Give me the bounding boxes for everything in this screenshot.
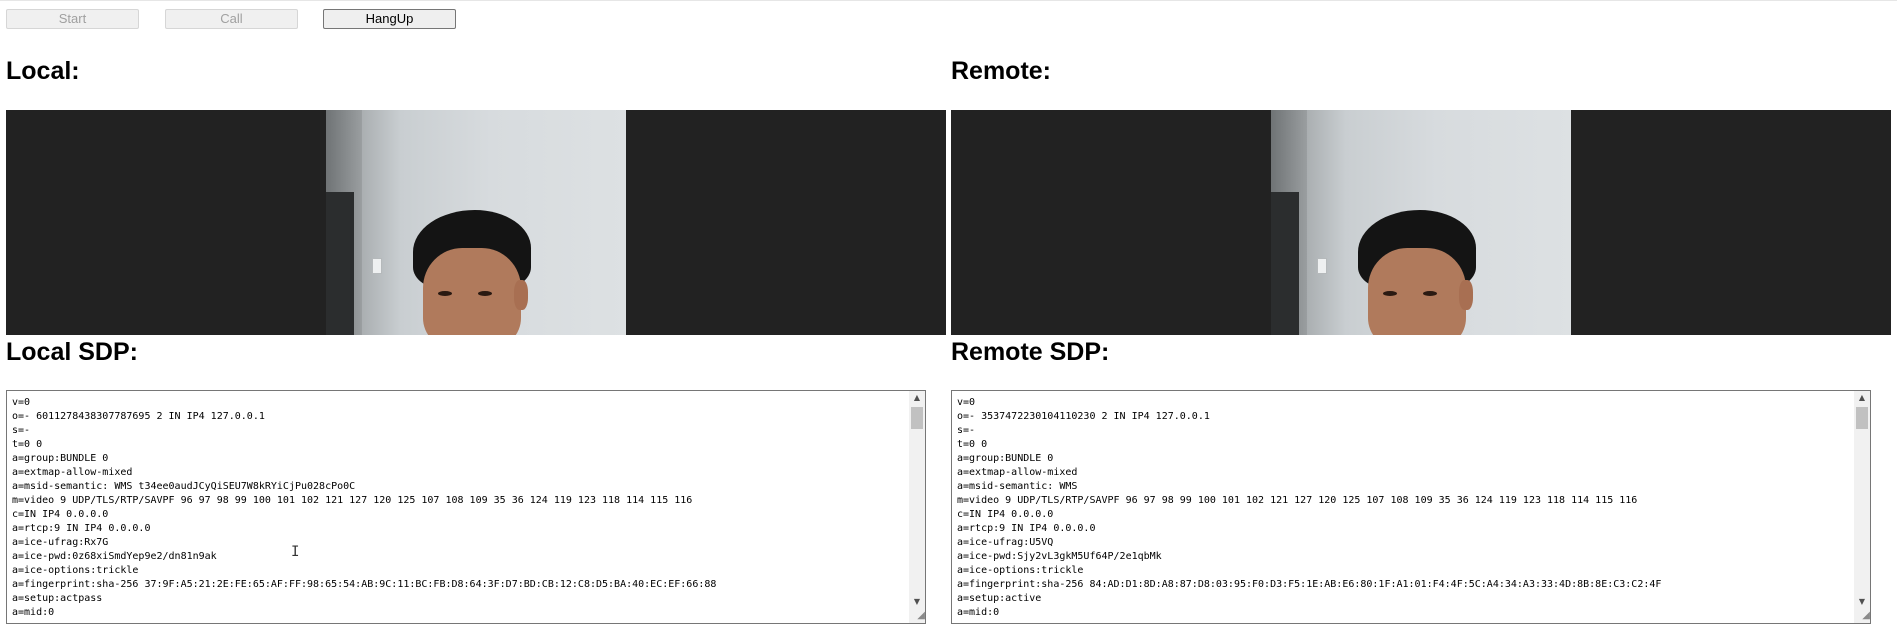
scroll-up-arrow-icon[interactable]: ▲ — [1858, 393, 1866, 402]
local-video-frame — [326, 110, 626, 335]
remote-sdp-text[interactable]: v=0 o=- 3537472230104110230 2 IN IP4 127… — [957, 397, 1662, 618]
local-sdp-heading: Local SDP: — [6, 338, 138, 366]
text-cursor-icon: I — [291, 544, 300, 560]
hangup-button[interactable]: HangUp — [323, 9, 456, 29]
top-border — [0, 0, 1897, 1]
remote-heading: Remote: — [951, 57, 1052, 85]
local-sdp-scroll-thumb[interactable] — [911, 407, 923, 429]
remote-video-frame — [1271, 110, 1571, 335]
call-button[interactable]: Call — [165, 9, 298, 29]
remote-sdp-scroll-thumb[interactable] — [1856, 407, 1868, 429]
scroll-up-arrow-icon[interactable]: ▲ — [913, 393, 921, 402]
remote-video[interactable] — [951, 110, 1891, 335]
scroll-down-arrow-icon[interactable]: ▼ — [913, 597, 921, 606]
local-heading: Local: — [6, 57, 80, 85]
remote-sdp-scrollbar[interactable]: ▲ ▼ — [1854, 391, 1870, 623]
start-button[interactable]: Start — [6, 9, 139, 29]
resize-grip-icon[interactable]: ◢ — [917, 610, 925, 621]
remote-sdp-heading: Remote SDP: — [951, 338, 1110, 366]
scroll-down-arrow-icon[interactable]: ▼ — [1858, 597, 1866, 606]
resize-grip-icon[interactable]: ◢ — [1862, 610, 1870, 621]
local-sdp-textarea[interactable]: v=0 o=- 6011278438307787695 2 IN IP4 127… — [6, 390, 926, 624]
local-video[interactable] — [6, 110, 946, 335]
local-sdp-scrollbar[interactable]: ▲ ▼ — [909, 391, 925, 623]
remote-sdp-textarea[interactable]: v=0 o=- 3537472230104110230 2 IN IP4 127… — [951, 390, 1871, 624]
local-sdp-text[interactable]: v=0 o=- 6011278438307787695 2 IN IP4 127… — [12, 397, 717, 618]
